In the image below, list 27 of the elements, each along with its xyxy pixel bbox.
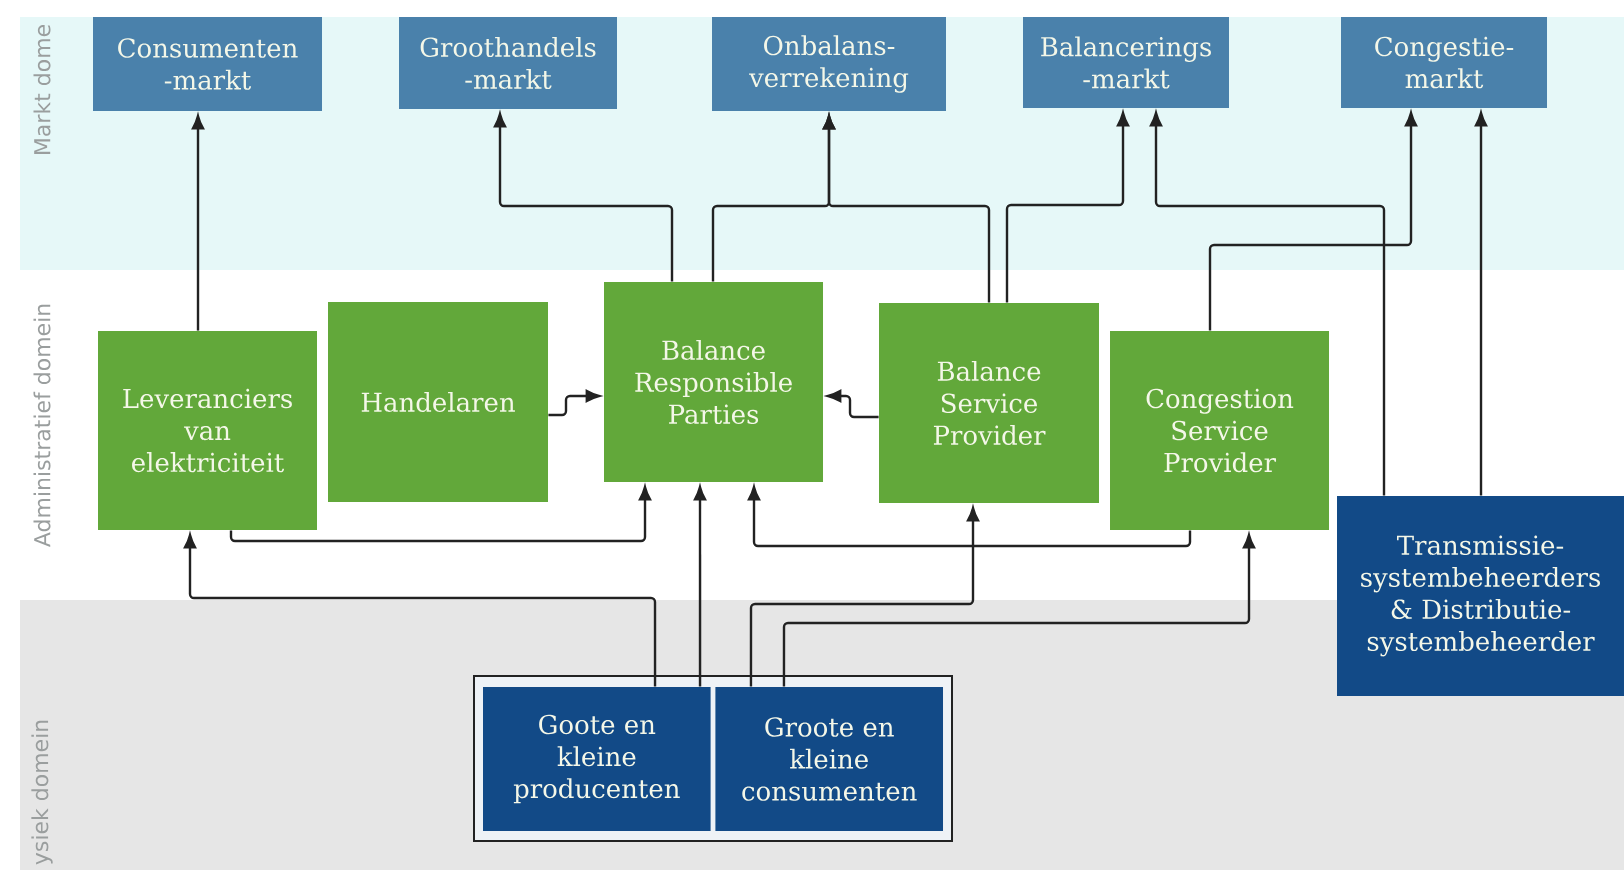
arrow — [782, 533, 1256, 687]
domain-label: Administratief domein — [33, 304, 51, 547]
role-box: Congestion Service Provider — [1110, 331, 1329, 530]
party-box: Groote en kleine consumenten — [715, 687, 943, 831]
role-box: Balance Responsible Parties — [604, 282, 823, 482]
arrow — [229, 485, 652, 543]
operator-box: Transmissie- systembeheerders & Distributie- systembeheerder — [1337, 496, 1624, 696]
arrow — [548, 389, 601, 417]
arrow — [749, 506, 980, 687]
arrow — [747, 485, 1192, 548]
arrow — [1474, 111, 1488, 496]
arrow — [183, 533, 657, 687]
arrow — [1005, 111, 1130, 303]
party-box: Goote en kleine producenten — [483, 687, 711, 831]
domain-label: ysiek domein — [31, 720, 53, 865]
market-box: Balancerings -markt — [1023, 17, 1229, 108]
role-box: Balance Service Provider — [879, 303, 1099, 503]
domain-label: Markt dome — [33, 25, 51, 154]
market-box: Consumenten -markt — [93, 17, 322, 111]
role-box: Handelaren — [328, 302, 548, 502]
market-box: Onbalans- verrekening — [712, 17, 946, 111]
arrow — [1208, 111, 1418, 331]
role-box: Leveranciers van elektriciteit — [98, 331, 317, 530]
arrow — [1149, 111, 1386, 496]
market-box: Congestie- markt — [1341, 17, 1547, 108]
arrow — [693, 485, 707, 687]
market-box: Groothandels -markt — [399, 17, 617, 109]
